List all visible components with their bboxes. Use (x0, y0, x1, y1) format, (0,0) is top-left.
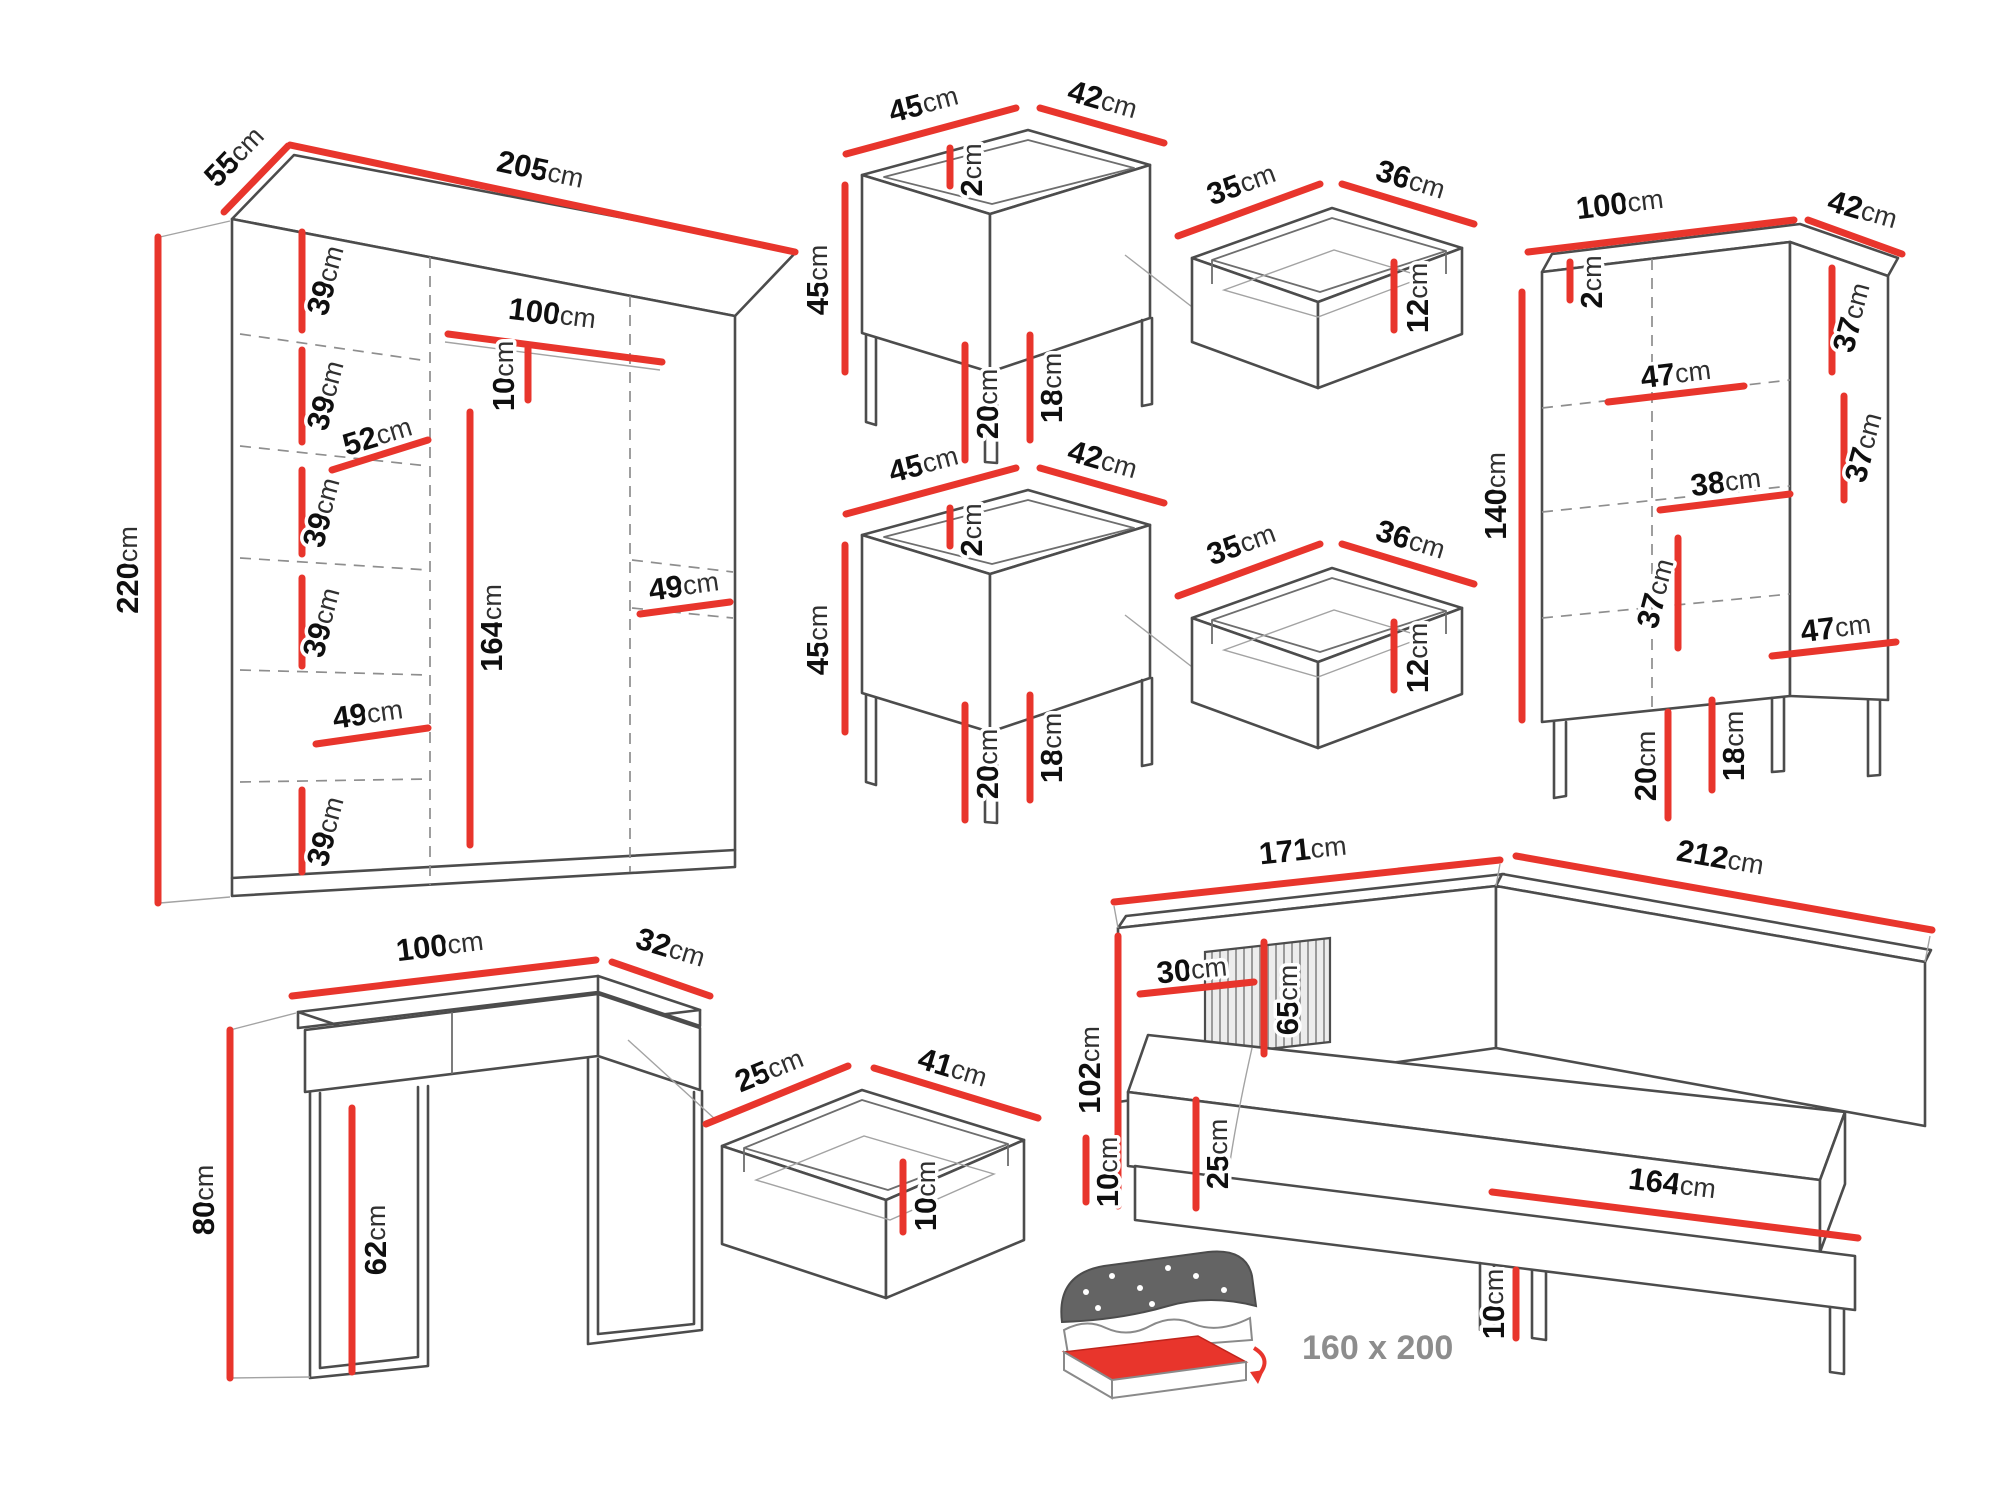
duvet-fold-icon (1062, 1316, 1254, 1356)
wardrobe-shelf-width-right-label: 49cm (646, 563, 721, 607)
nightstand-1-shape (845, 108, 1196, 463)
bed-duvet-line (1229, 1047, 1253, 1163)
dressing-table-legs (308, 1056, 704, 1380)
bed-mattress-end (1818, 1110, 1847, 1254)
bookcase-dimension-lines (1518, 216, 1906, 822)
nightstand-1-leg-clearance-label: 18cm (1034, 353, 1069, 423)
dressing-table-leg-height-label: 62cm (358, 1205, 393, 1275)
wardrobe: 55cm 205cm 220cm 39cm 39cm 39cm 39cm 39c… (107, 117, 799, 907)
blanket-icon (1060, 1250, 1258, 1324)
dressing-table-extension-lines (229, 1012, 717, 1379)
nightstand-2-leg-clearance-label: 18cm (1034, 713, 1069, 783)
dressing-table-height-label: 80cm (186, 1165, 221, 1235)
bookcase-leg-height-label: 20cm (1628, 731, 1663, 801)
table-drawer-inner-floor (753, 1135, 997, 1221)
nightstand-1-top-thickness-label: 2cm (954, 143, 989, 196)
bed-legs (1478, 1261, 1846, 1376)
nightstand-2-top-thickness-label: 2cm (954, 503, 989, 556)
table-drawer-inner-rim (743, 1099, 1009, 1191)
bookcase-legs (1552, 696, 1882, 800)
bookcase: 100cm 42cm 2cm 140cm 37cm 47cm 37cm 38cm… (1475, 180, 1906, 822)
bed: 171cm 212cm 30cm 65cm 102cm 10cm 25cm 16… (1069, 827, 1936, 1376)
bed-length-label: 212cm (1674, 833, 1766, 883)
nightstand-2-top-depth-label: 45cm (885, 438, 962, 490)
wardrobe-depth-label: 55cm (197, 119, 271, 194)
drawer-2-inner-height-label: 12cm (1400, 623, 1435, 693)
bed-headboard-height-label: 102cm (1072, 1026, 1107, 1114)
wardrobe-rod-offset-label: 10cm (486, 341, 521, 411)
bed-dimension-lines (1082, 852, 1936, 1342)
bookcase-shelf-width-1-label: 47cm (1639, 352, 1713, 395)
wardrobe-height-label: 220cm (110, 526, 145, 614)
wardrobe-dimension-lines (154, 141, 799, 907)
nightstand-2: 45cm 42cm 2cm 45cm 20cm 18cm (797, 430, 1196, 823)
rotate-arrowhead-icon (1250, 1370, 1264, 1384)
bookcase-side-face (1788, 240, 1890, 702)
bed-leg-height-label: 10cm (1476, 1269, 1511, 1339)
wardrobe-extension-lines (159, 220, 661, 904)
blanket-stars (1083, 1265, 1227, 1311)
dressing-table-width-label: 100cm (394, 923, 485, 968)
wardrobe-shelf-lines (239, 257, 734, 885)
mattress-size-label: 160 x 200 (1302, 1329, 1453, 1367)
nightstand-1-height-label: 45cm (800, 245, 835, 315)
table-drawer-inner-height-label: 10cm (908, 1161, 943, 1231)
nightstand-1: 45cm 42cm 2cm 45cm 20cm 18cm (797, 70, 1196, 463)
bed-base-front (1133, 1164, 1857, 1312)
nightstand-2-height-label: 45cm (800, 605, 835, 675)
bookcase-width-label: 100cm (1574, 181, 1665, 226)
nightstand-1-top-depth-label: 45cm (885, 78, 962, 130)
dressing-table-apron-side (596, 992, 702, 1092)
bookcase-shelf-width-3-label: 47cm (1799, 606, 1873, 649)
table-drawer-dimension-lines (702, 1062, 1042, 1236)
dressing-table: 100cm 32cm 80cm 62cm (183, 917, 717, 1382)
nightstand-2-leg-height-label: 20cm (970, 729, 1005, 799)
nightstand-2-shape (845, 468, 1196, 823)
wardrobe-rod-width-label: 100cm (507, 291, 598, 336)
wardrobe-plinth-edge (230, 848, 737, 880)
mattress-size-icon: 160 x 200 (1060, 1250, 1453, 1400)
bookcase-top-thickness-label: 2cm (1574, 255, 1609, 308)
dressing-table-depth-label: 32cm (632, 921, 710, 975)
bed-base-clearance-label: 10cm (1090, 1137, 1125, 1207)
bookcase-height-label: 140cm (1478, 452, 1513, 540)
drawer-1-inner-height-label: 12cm (1400, 263, 1435, 333)
dressing-table-top-edge (296, 974, 702, 1030)
wardrobe-shelf-width-left-label: 49cm (330, 691, 405, 735)
bed-extension-lines (1113, 863, 1931, 963)
mattress-side-icon (1063, 1350, 1247, 1400)
nightstand-1-leg-height-label: 20cm (970, 369, 1005, 439)
drawer-1: 35cm 36cm 12cm (1178, 149, 1474, 388)
drawer-2: 35cm 36cm 12cm (1178, 509, 1474, 748)
bed-side-panel (1494, 884, 1927, 1128)
wardrobe-shelf-gap-4-label: 39cm (296, 584, 348, 661)
table-drawer-front-face (884, 1138, 1026, 1300)
wardrobe-hanging-height-label: 164cm (474, 584, 509, 672)
bed-panel-height-label: 65cm (1270, 965, 1305, 1035)
bed-frame-height-label: 25cm (1200, 1119, 1235, 1189)
dressing-table-dimension-lines (226, 956, 714, 1382)
table-drawer: 25cm 41cm 10cm (702, 1037, 1042, 1300)
bookcase-shelf-width-2-label: 38cm (1689, 460, 1763, 503)
bookcase-leg-clearance-label: 18cm (1716, 711, 1751, 781)
wardrobe-shelf-gap-5-label: 39cm (300, 793, 352, 870)
wardrobe-front-face (230, 217, 737, 898)
bed-headboard-width-label: 171cm (1257, 828, 1348, 872)
bed-mattress-width-label: 164cm (1627, 1161, 1718, 1206)
